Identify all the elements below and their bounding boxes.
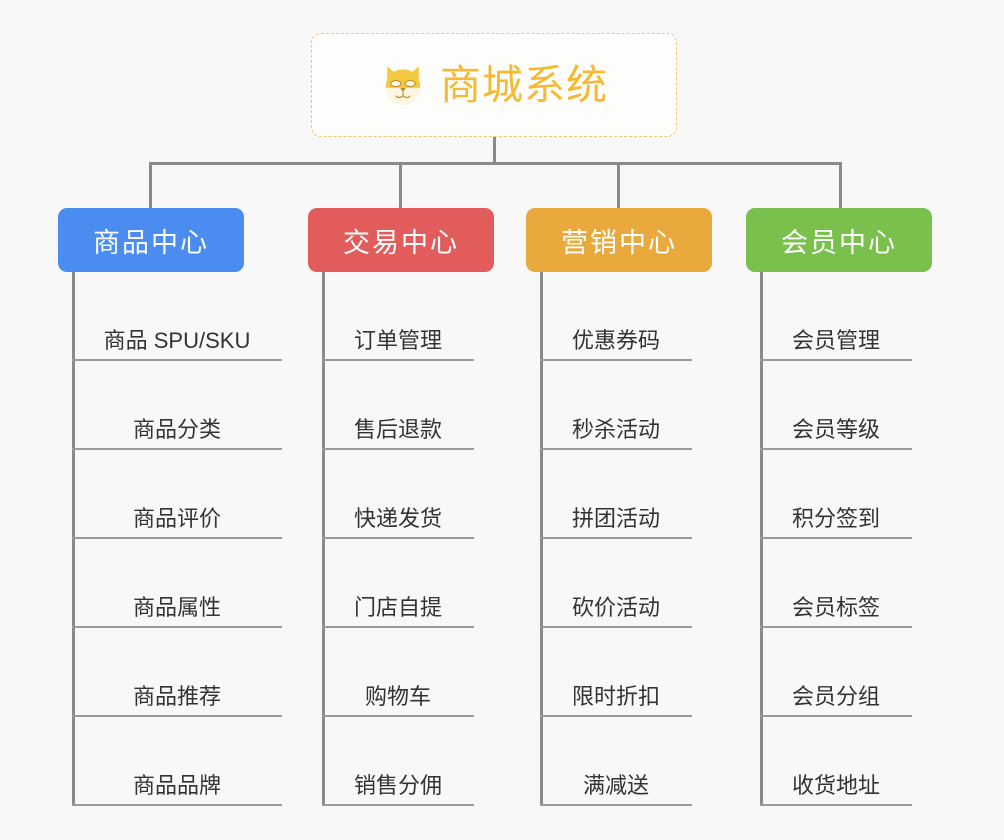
leaf-item-label: 优惠券码: [571, 327, 660, 353]
leaf-item[interactable]: 收货地址: [760, 717, 912, 806]
leaf-item[interactable]: 商品推荐: [72, 628, 282, 717]
leaf-item[interactable]: 积分签到: [760, 450, 912, 539]
leaf-item-label: 会员标签: [791, 594, 880, 620]
leaf-item-label: 订单管理: [353, 327, 442, 353]
leaf-item[interactable]: 会员分组: [760, 628, 912, 717]
leaf-item[interactable]: 订单管理: [322, 272, 474, 361]
leaf-item[interactable]: 拼团活动: [540, 450, 692, 539]
branch-trade-center: 订单管理售后退款快递发货门店自提购物车销售分佣: [322, 272, 478, 806]
category-box-marketing-center[interactable]: 营销中心: [526, 208, 712, 272]
leaf-item[interactable]: 商品分类: [72, 361, 282, 450]
leaf-item[interactable]: 快递发货: [322, 450, 474, 539]
leaf-item[interactable]: 会员等级: [760, 361, 912, 450]
root-horizontal-connector: [150, 162, 842, 165]
branch-drop-connector-member-center: [839, 162, 842, 210]
leaf-item[interactable]: 商品属性: [72, 539, 282, 628]
branch-drop-connector-product-center: [149, 162, 152, 210]
branch-spine-trade-center: [322, 272, 325, 806]
leaf-item-label: 商品分类: [132, 416, 221, 442]
category-box-trade-center[interactable]: 交易中心: [308, 208, 494, 272]
category-label: 会员中心: [781, 227, 897, 258]
leaf-item[interactable]: 秒杀活动: [540, 361, 692, 450]
branch-drop-connector-marketing-center: [617, 162, 620, 210]
branch-drop-connector-trade-center: [399, 162, 402, 210]
shiba-dog-face-emoji: [380, 62, 426, 108]
root-stem-connector: [493, 137, 496, 165]
leaf-item-label: 快递发货: [353, 505, 442, 531]
branch-marketing-center: 优惠券码秒杀活动拼团活动砍价活动限时折扣满减送: [540, 272, 696, 806]
root-title: 商城系统: [440, 61, 608, 108]
leaf-item[interactable]: 限时折扣: [540, 628, 692, 717]
leaf-item-label: 限时折扣: [571, 683, 660, 709]
leaf-item-label: 商品 SPU/SKU: [103, 327, 251, 353]
leaf-item-label: 售后退款: [353, 416, 442, 442]
leaf-item-label: 销售分佣: [353, 772, 442, 798]
leaf-item[interactable]: 门店自提: [322, 539, 474, 628]
branch-spine-marketing-center: [540, 272, 543, 806]
root-node[interactable]: 商城系统: [311, 33, 677, 137]
category-label: 商品中心: [93, 227, 209, 258]
leaf-item-label: 会员等级: [791, 416, 880, 442]
leaf-item[interactable]: 购物车: [322, 628, 474, 717]
leaf-item-label: 商品推荐: [132, 683, 221, 709]
leaf-item[interactable]: 满减送: [540, 717, 692, 806]
leaf-item-label: 商品属性: [132, 594, 221, 620]
leaf-item-label: 满减送: [582, 772, 649, 798]
leaf-item[interactable]: 销售分佣: [322, 717, 474, 806]
branch-member-center: 会员管理会员等级积分签到会员标签会员分组收货地址: [760, 272, 916, 806]
branch-spine-product-center: [72, 272, 75, 806]
leaf-item-label: 秒杀活动: [571, 416, 660, 442]
leaf-item[interactable]: 会员标签: [760, 539, 912, 628]
leaf-item-label: 商品品牌: [132, 772, 221, 798]
leaf-item[interactable]: 优惠券码: [540, 272, 692, 361]
leaf-item[interactable]: 商品 SPU/SKU: [72, 272, 282, 361]
category-box-member-center[interactable]: 会员中心: [746, 208, 932, 272]
leaf-item[interactable]: 商品评价: [72, 450, 282, 539]
leaf-item-label: 积分签到: [791, 505, 880, 531]
leaf-item-label: 会员分组: [791, 683, 880, 709]
category-label: 交易中心: [343, 227, 459, 258]
branch-spine-member-center: [760, 272, 763, 806]
leaf-item-label: 门店自提: [353, 594, 442, 620]
leaf-item-label: 会员管理: [791, 327, 880, 353]
leaf-item[interactable]: 砍价活动: [540, 539, 692, 628]
branch-product-center: 商品 SPU/SKU 商品分类商品评价商品属性商品推荐商品品牌: [72, 272, 286, 806]
leaf-item[interactable]: 售后退款: [322, 361, 474, 450]
leaf-item-label: 购物车: [364, 683, 431, 709]
leaf-item-label: 收货地址: [791, 772, 880, 798]
leaf-item-label: 商品评价: [132, 505, 221, 531]
leaf-item-label: 砍价活动: [571, 594, 660, 620]
leaf-item[interactable]: 商品品牌: [72, 717, 282, 806]
category-box-product-center[interactable]: 商品中心: [58, 208, 244, 272]
leaf-item-label: 拼团活动: [571, 505, 660, 531]
category-label: 营销中心: [561, 227, 677, 258]
leaf-item[interactable]: 会员管理: [760, 272, 912, 361]
